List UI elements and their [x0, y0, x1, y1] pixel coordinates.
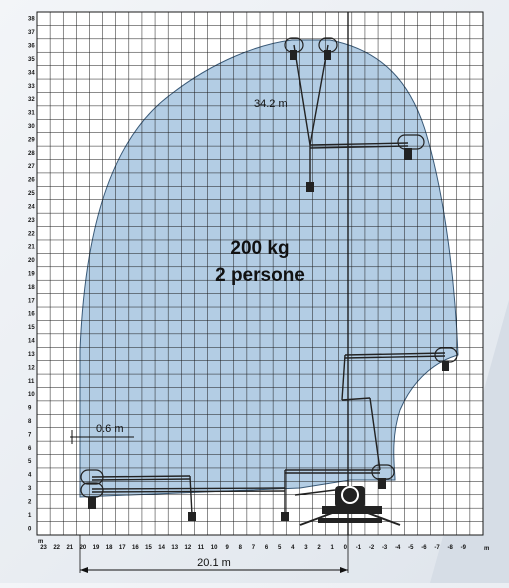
x-tick-label: -8: [448, 545, 454, 551]
y-tick-label: 26: [28, 178, 35, 184]
y-tick-label: 14: [28, 339, 35, 345]
y-tick-label: 2: [28, 499, 32, 505]
y-tick-label: 22: [28, 231, 35, 237]
x-tick-label: -2: [369, 545, 375, 551]
y-tick-label: 28: [28, 151, 35, 157]
x-tick-label: 19: [93, 545, 100, 551]
x-tick-label: -5: [408, 545, 414, 551]
y-tick-label: 11: [28, 379, 35, 385]
x-tick-label: 2: [317, 545, 321, 551]
x-tick-label: 9: [226, 545, 230, 551]
y-tick-label: 32: [28, 97, 35, 103]
y-tick-label: 21: [28, 245, 35, 251]
y-tick-label: 36: [28, 44, 35, 50]
x-tick-label: 5: [278, 545, 282, 551]
y-tick-label: 16: [28, 312, 35, 318]
y-tick-label: 13: [28, 352, 35, 358]
x-tick-label: 3: [304, 545, 308, 551]
y-tick-label: 24: [28, 204, 35, 210]
y-tick-label: 10: [28, 392, 35, 398]
y-tick-label: 38: [28, 17, 35, 23]
x-tick-label: 23: [40, 545, 47, 551]
y-tick-label: 8: [28, 419, 32, 425]
y-tick-label: 33: [28, 84, 35, 90]
y-axis-ticks: 0123456789101112131415161718192021222324…: [28, 17, 35, 533]
y-tick-label: 15: [28, 325, 35, 331]
x-tick-label: 20: [80, 545, 87, 551]
y-tick-label: 5: [28, 459, 32, 465]
x-tick-label: 0: [344, 545, 348, 551]
y-tick-label: 19: [28, 272, 35, 278]
x-tick-label: 22: [53, 545, 60, 551]
x-tick-label: -9: [461, 545, 467, 551]
x-tick-label: 4: [291, 545, 295, 551]
x-tick-label: 21: [66, 545, 73, 551]
y-tick-label: 31: [28, 111, 35, 117]
y-tick-label: 25: [28, 191, 35, 197]
y-tick-label: 27: [28, 164, 35, 170]
x-tick-label: 12: [185, 545, 192, 551]
grid-frame: [36, 11, 484, 536]
y-tick-label: 17: [28, 298, 35, 304]
x-tick-label: -6: [421, 545, 427, 551]
load-capacity: 200 kg: [230, 238, 289, 259]
outreach-dimension: 20.1 m: [197, 557, 231, 569]
height-dimension: 34.2 m: [254, 98, 288, 110]
x-tick-label: 11: [198, 545, 205, 551]
y-tick-label: 18: [28, 285, 35, 291]
y-tick-label: 9: [28, 406, 32, 412]
x-tick-label: 17: [119, 545, 126, 551]
y-tick-label: 23: [28, 218, 35, 224]
x-axis-unit: m: [484, 546, 489, 552]
y-tick-label: 37: [28, 30, 35, 36]
x-tick-label: 1: [330, 545, 334, 551]
y-tick-label: 30: [28, 124, 35, 130]
y-tick-label: 35: [28, 57, 35, 63]
y-tick-label: 4: [28, 473, 32, 479]
x-tick-label: 8: [239, 545, 243, 551]
y-axis-unit: m: [38, 539, 43, 545]
y-tick-label: 6: [28, 446, 32, 452]
x-tick-label: 15: [145, 545, 152, 551]
x-tick-label: 14: [158, 545, 165, 551]
x-tick-label: 7: [252, 545, 256, 551]
working-envelope: [79, 39, 459, 498]
machine-chassis: [299, 486, 401, 526]
y-tick-label: 3: [28, 486, 32, 492]
x-tick-label: -4: [395, 545, 401, 551]
x-tick-label: 13: [171, 545, 178, 551]
x-tick-label: 10: [211, 545, 218, 551]
y-tick-label: 29: [28, 137, 35, 143]
x-tick-label: -7: [434, 545, 440, 551]
y-tick-label: 20: [28, 258, 35, 264]
y-tick-label: 1: [28, 513, 32, 519]
machine-drawing: [91, 44, 446, 516]
y-tick-label: 0: [28, 526, 32, 532]
outreach-arrow-right: [340, 567, 348, 573]
x-tick-label: 6: [265, 545, 269, 551]
x-tick-label: 18: [106, 545, 113, 551]
outreach-arrow-left: [80, 567, 88, 573]
x-tick-label: 16: [132, 545, 139, 551]
offset-dimension: 0.6 m: [96, 423, 124, 435]
grid-lines: [36, 11, 484, 536]
x-tick-label: -3: [382, 545, 388, 551]
load-persons: 2 persone: [215, 265, 305, 286]
y-tick-label: 12: [28, 365, 35, 371]
basket-icons: [88, 50, 449, 521]
x-tick-label: -1: [356, 545, 362, 551]
y-tick-label: 34: [28, 70, 35, 76]
y-tick-label: 7: [28, 432, 32, 438]
